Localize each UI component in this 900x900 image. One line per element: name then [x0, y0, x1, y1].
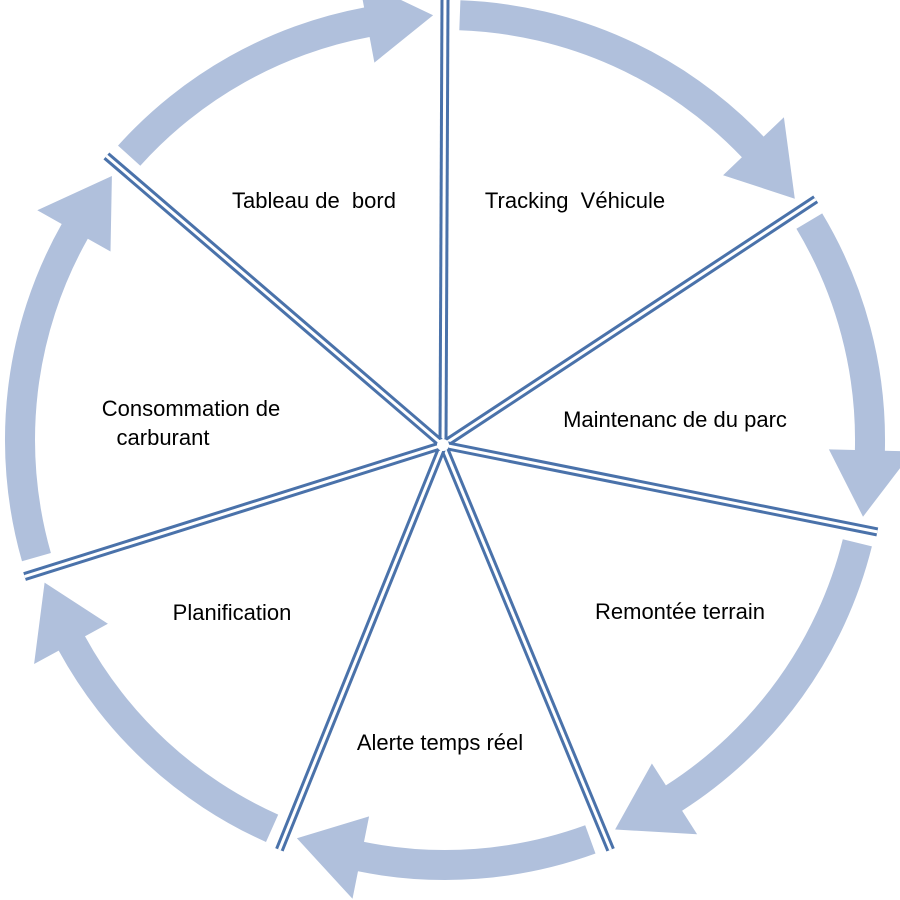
label-tracking-vehicule: Tracking Véhicule	[485, 188, 665, 213]
cycle-arrow-alerte-temps-reel	[34, 582, 279, 842]
divider-line-1	[438, 0, 450, 446]
label-planification: Planification	[173, 600, 292, 625]
divider-line-5	[275, 443, 448, 852]
cycle-arrow-ring	[4, 0, 900, 899]
divider-line-7	[103, 152, 446, 449]
cycle-arrow-consommation-carburant	[118, 0, 434, 166]
center-hub	[437, 439, 449, 451]
label-remontee-terrain: Remontée terrain	[595, 599, 765, 624]
divider-line-3	[442, 440, 879, 537]
label-alerte-temps-reel: Alerte temps réel	[357, 730, 523, 755]
label-tableau-de-bord: Tableau de bord	[232, 188, 396, 213]
label-maintenance-parc: Maintenanc de du parc	[563, 407, 787, 432]
label-consommation-carburant-line-1: Consommation de	[102, 396, 281, 421]
divider-line-4	[438, 443, 615, 852]
cycle-arrow-planification	[4, 176, 112, 562]
divider-line-2	[440, 195, 819, 449]
divider-line-6	[23, 440, 445, 581]
cycle-arrow-tracking-vehicule	[796, 213, 900, 517]
cycle-arrow-remontee-terrain	[296, 816, 596, 899]
cycle-arrow-maintenance-parc	[615, 539, 872, 835]
segment-labels: Tableau de bord Tracking Véhicule Mainte…	[102, 188, 787, 755]
label-consommation-carburant-line-2: carburant	[117, 425, 210, 450]
cycle-arrow-tableau-de-bord	[459, 0, 795, 199]
segment-dividers	[23, 0, 879, 852]
